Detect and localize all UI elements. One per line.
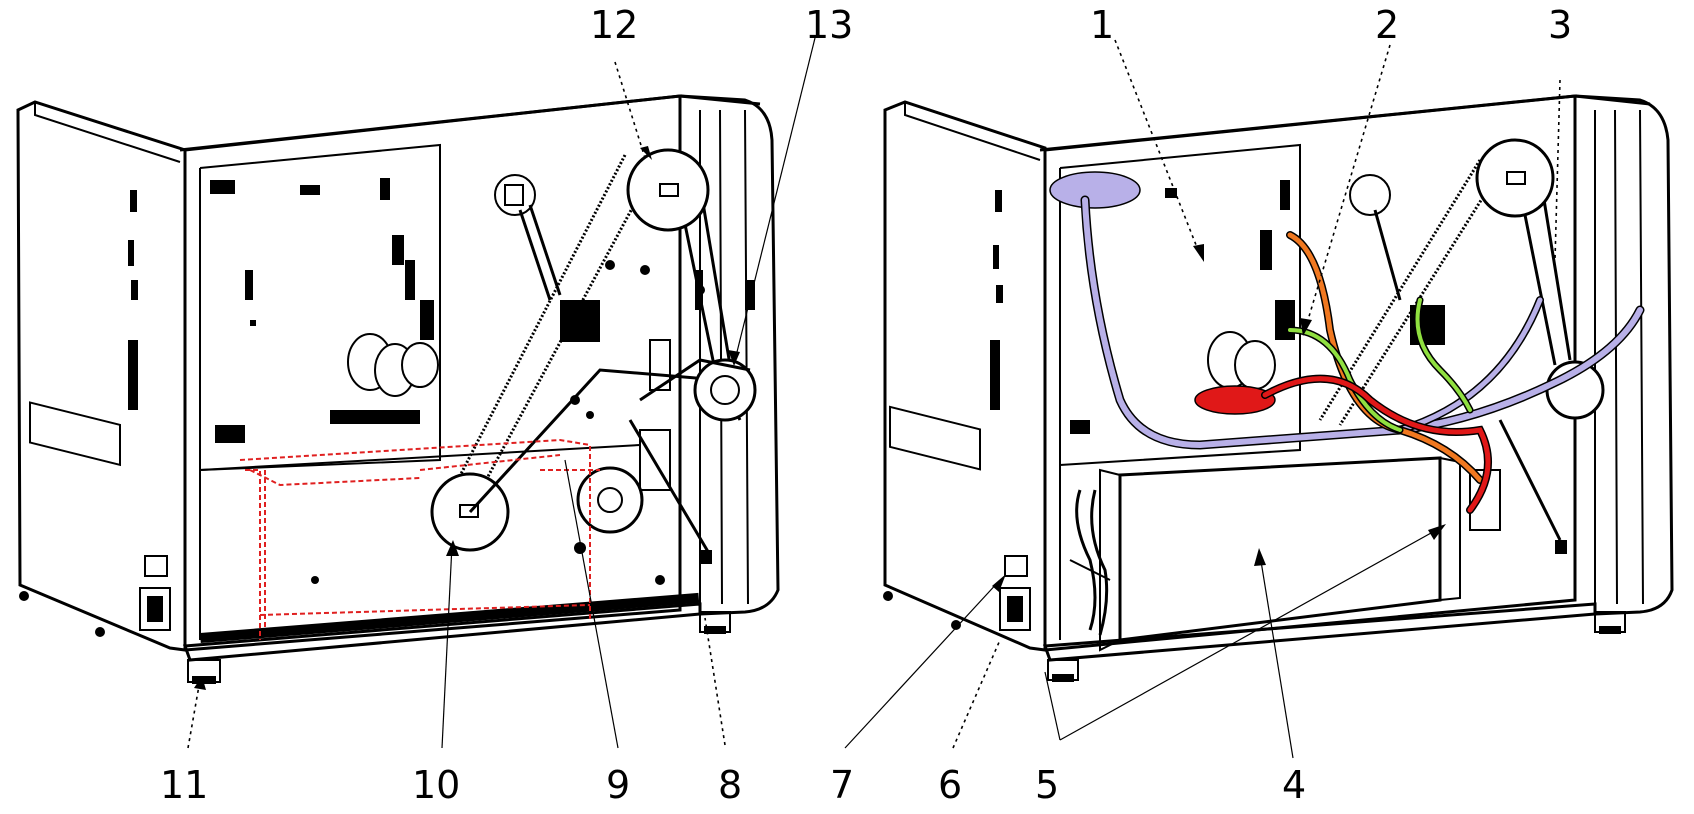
label-8: 8 (718, 763, 742, 807)
leader-2 (1304, 44, 1391, 331)
cable-green (1286, 296, 1474, 434)
label-5: 5 (1035, 763, 1059, 807)
drive-belt-main (443, 154, 652, 511)
power-supply-unit (1099, 456, 1501, 652)
leader-5a (1044, 671, 1061, 741)
label-6: 6 (938, 763, 962, 807)
leader-9 (564, 459, 619, 749)
label-7: 7 (830, 763, 854, 807)
leader-10 (441, 544, 453, 749)
ribbon-tension-arm (494, 174, 600, 342)
left-front-cover (679, 94, 780, 616)
label-11: 11 (160, 763, 208, 807)
ribbon-rewind-roller (626, 148, 710, 232)
leader-3 (1554, 79, 1561, 261)
label-10: 10 (412, 763, 460, 807)
right-side-cover (883, 100, 1047, 652)
label-12: 12 (590, 3, 638, 47)
cable-orange (1286, 231, 1484, 484)
label-1: 1 (1090, 3, 1114, 47)
leader-7 (844, 579, 1001, 749)
leader-13 (734, 37, 816, 361)
label-9: 9 (606, 763, 630, 807)
right-view-cabling (844, 39, 1674, 759)
cable-red (1194, 374, 1492, 514)
leader-1 (1114, 39, 1201, 256)
leader-5b (1059, 527, 1441, 741)
leader-4 (1259, 554, 1294, 759)
leader-6 (952, 639, 1001, 749)
label-4: 4 (1282, 763, 1306, 807)
left-side-cover (16, 100, 187, 652)
capacitor-cluster (347, 333, 439, 397)
label-13: 13 (805, 3, 853, 47)
left-label-plate (29, 401, 121, 467)
leader-8 (704, 617, 726, 746)
leader-11 (187, 679, 201, 749)
hidden-belt-path (239, 438, 600, 640)
left-view-mechanism (16, 37, 816, 749)
cable-lavender (1049, 171, 1645, 450)
power-switch (144, 555, 168, 577)
right-rewind-roller (1475, 138, 1555, 218)
print-head-assembly (468, 339, 757, 585)
leader-12 (614, 61, 646, 159)
callout-labels: 12 13 1 2 3 11 10 9 8 7 6 5 4 (160, 3, 1572, 807)
label-2: 2 (1375, 3, 1399, 47)
power-socket (139, 587, 171, 631)
label-3: 3 (1548, 3, 1572, 47)
